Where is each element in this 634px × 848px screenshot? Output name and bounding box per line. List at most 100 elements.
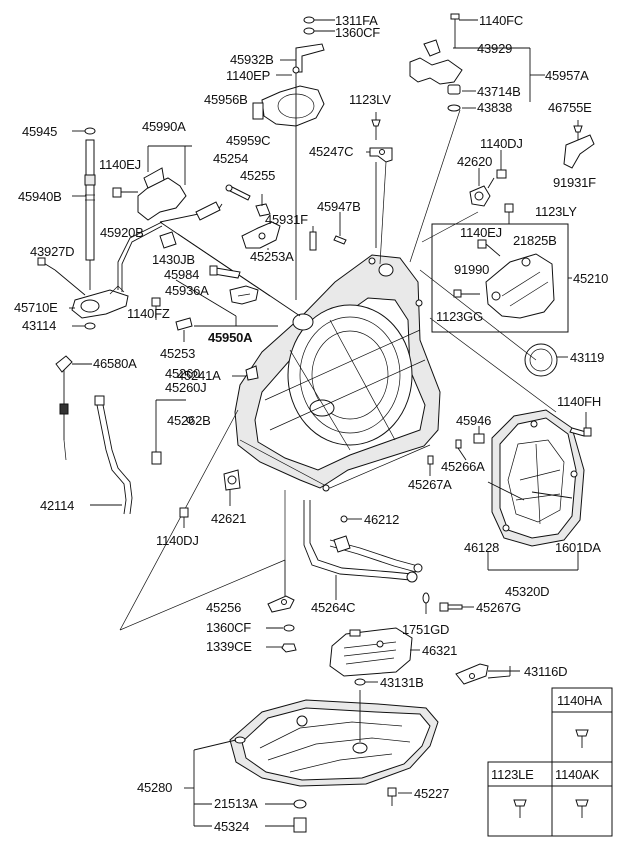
pin-45267A[interactable] (427, 455, 434, 476)
mount-21825B[interactable] (485, 253, 555, 319)
label-46128[interactable]: 46128 (464, 540, 499, 555)
pipe-45264C[interactable] (303, 500, 423, 600)
bracket-45247C[interactable] (366, 147, 393, 248)
label-1140DJ-top[interactable]: 1140DJ (480, 136, 523, 151)
lever-45253A[interactable] (241, 221, 281, 250)
bolt-1140FH[interactable] (569, 412, 592, 437)
label-1601DA[interactable]: 1601DA (555, 540, 602, 555)
plug-46212[interactable] (340, 515, 362, 523)
label-91931F[interactable]: 91931F (553, 175, 596, 190)
spring-45936A[interactable] (229, 285, 259, 305)
bolt-43927D[interactable] (37, 257, 86, 296)
bolt-45267G[interactable] (439, 602, 474, 612)
label-45256[interactable]: 45256 (206, 600, 241, 615)
label-42114[interactable]: 42114 (40, 498, 74, 513)
pin-45947B[interactable] (333, 212, 347, 245)
bolt-1140DJ-top[interactable] (487, 150, 507, 189)
bolt-1140EJ-right[interactable] (477, 239, 501, 257)
transmission-case[interactable] (234, 254, 441, 492)
label-1751GD[interactable]: 1751GD (402, 622, 449, 637)
label-1339CE[interactable]: 1339CE (206, 639, 253, 654)
pin-45266A[interactable] (455, 439, 467, 461)
washer-1751GD[interactable] (422, 592, 430, 614)
leader-45950A[interactable] (175, 279, 278, 327)
label-1360CF-top[interactable]: 1360CF (335, 25, 381, 40)
label-45320D[interactable]: 45320D (505, 584, 550, 599)
label-45956B[interactable]: 45956B (204, 92, 248, 107)
bolt-1140FC[interactable] (450, 13, 478, 48)
label-45253A[interactable]: 45253A (250, 249, 294, 264)
label-42621[interactable]: 42621 (211, 511, 246, 526)
bolt-1140FZ[interactable] (151, 297, 161, 320)
rod-detent[interactable] (159, 221, 301, 317)
label-45710E[interactable]: 45710E (14, 300, 58, 315)
label-1140EP[interactable]: 1140EP (226, 68, 270, 83)
label-45920B[interactable]: 45920B (100, 225, 144, 240)
label-45931F[interactable]: 45931F (265, 212, 308, 227)
bracket-45990A[interactable] (137, 145, 192, 221)
pin-45931F[interactable] (309, 226, 317, 251)
switch-45956B[interactable] (252, 43, 325, 300)
label-45950A[interactable]: 45950A (208, 330, 253, 345)
dipstick-46580A[interactable] (55, 355, 92, 461)
label-1430JB[interactable]: 1430JB (152, 252, 195, 267)
label-45210[interactable]: 45210 (573, 271, 608, 286)
label-45264C[interactable]: 45264C (311, 600, 356, 615)
label-45959C[interactable]: 45959C (226, 133, 271, 148)
label-45247C[interactable]: 45247C (309, 144, 354, 159)
label-45260[interactable]: 45260 (165, 366, 200, 381)
gasket-21513A[interactable] (194, 799, 307, 809)
label-43929[interactable]: 43929 (477, 41, 512, 56)
label-1140EJ-right[interactable]: 1140EJ (460, 225, 502, 240)
label-45280[interactable]: 45280 (137, 780, 172, 795)
seal-43119[interactable] (524, 343, 568, 377)
lever-45710E[interactable] (69, 285, 129, 319)
label-91990[interactable]: 91990 (454, 262, 489, 277)
washer-45945[interactable] (72, 127, 96, 135)
bracket-43116D[interactable] (455, 663, 520, 685)
screw-91990[interactable] (453, 289, 480, 298)
tube-42114[interactable] (90, 395, 133, 515)
label-43131B[interactable]: 43131B (380, 675, 424, 690)
label-45932B[interactable]: 45932B (230, 52, 274, 67)
label-45241A[interactable]: 45241A (177, 368, 221, 383)
top-washers[interactable] (303, 16, 335, 35)
label-45267A[interactable]: 45267A (408, 477, 452, 492)
label-45945[interactable]: 45945 (22, 124, 57, 139)
label-1123LV[interactable]: 1123LV (349, 92, 391, 107)
label-45984[interactable]: 45984 (164, 267, 199, 282)
bolt-1140DJ-low[interactable] (179, 507, 189, 528)
plug-45946[interactable] (473, 426, 485, 444)
label-43116D[interactable]: 43116D (524, 664, 568, 679)
label-21825B[interactable]: 21825B (513, 233, 557, 248)
label-45267G[interactable]: 45267G (476, 600, 521, 615)
shaft-45940B[interactable] (72, 139, 96, 290)
oring-43131B[interactable] (354, 678, 378, 686)
label-45957A[interactable]: 45957A (545, 68, 589, 83)
label-45266A[interactable]: 45266A (441, 459, 485, 474)
label-1140FC[interactable]: 1140FC (479, 13, 523, 28)
plate-45253[interactable] (175, 317, 193, 342)
bolt-45227[interactable] (387, 787, 412, 806)
nut-1339CE[interactable] (266, 643, 297, 653)
washer-43114[interactable] (72, 322, 96, 330)
label-45260J[interactable]: 45260J (165, 380, 207, 395)
seal-43714B[interactable] (447, 48, 545, 112)
label-45262B[interactable]: 45262B (167, 413, 211, 428)
label-45254[interactable]: 45254 (213, 151, 248, 166)
bolt-1123LV[interactable] (371, 112, 381, 140)
pin-45241A[interactable] (232, 365, 259, 381)
sensor-42620[interactable] (469, 168, 491, 207)
label-43927D[interactable]: 43927D (30, 244, 75, 259)
oil-pan-45280[interactable] (184, 690, 439, 826)
label-1140FZ[interactable]: 1140FZ (127, 306, 170, 321)
label-1311FA[interactable]: 1311FA (335, 13, 378, 28)
label-1140DJ-low[interactable]: 1140DJ (156, 533, 199, 548)
clip-45255[interactable] (255, 194, 271, 217)
label-43714B[interactable]: 43714B (477, 84, 521, 99)
label-21513A[interactable]: 21513A (214, 796, 258, 811)
label-46580A[interactable]: 46580A (93, 356, 137, 371)
label-1140EJ-left[interactable]: 1140EJ (99, 157, 141, 172)
cable-45920B[interactable] (117, 201, 223, 292)
label-45253[interactable]: 45253 (160, 346, 195, 361)
